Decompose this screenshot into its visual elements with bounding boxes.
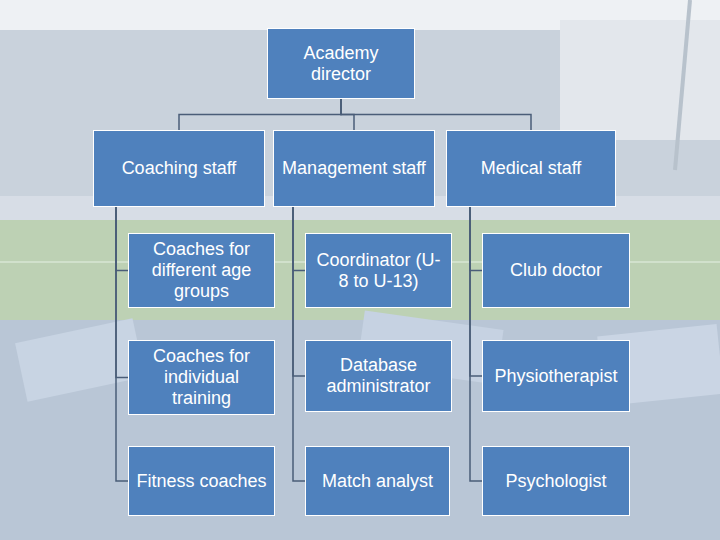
box-label: Coaches for different age groups: [135, 239, 268, 301]
connector-line: [293, 207, 305, 271]
org-box: Coaches for different age groups: [128, 233, 275, 308]
connector-line: [293, 207, 305, 481]
org-box: Coordinator (U-8 to U-13): [305, 233, 452, 308]
org-box: Physiotherapist: [482, 340, 630, 412]
connector-line: [179, 99, 341, 130]
box-label: Management staff: [282, 158, 426, 179]
org-box: Club doctor: [482, 233, 630, 308]
org-box: Match analyst: [305, 446, 450, 516]
org-box: Fitness coaches: [128, 446, 275, 516]
connector-line: [341, 99, 531, 130]
org-box: Coaches for individual training: [128, 340, 275, 415]
connector-line: [293, 207, 305, 376]
pitch: [0, 220, 720, 330]
box-label: Physiotherapist: [494, 366, 617, 387]
box-label: Coordinator (U-8 to U-13): [312, 250, 445, 291]
box-label: Coaching staff: [122, 158, 237, 179]
box-label: Coaches for individual training: [135, 346, 268, 408]
floodlight-mast: [675, 0, 690, 170]
org-box: Academy director: [267, 28, 415, 99]
connector-line: [116, 207, 128, 378]
box-label: Match analyst: [322, 471, 433, 492]
connector-line: [470, 207, 482, 271]
org-box: Medical staff: [446, 130, 616, 207]
org-box: Database administrator: [305, 340, 452, 412]
box-label: Fitness coaches: [136, 471, 266, 492]
org-box: Coaching staff: [93, 130, 265, 207]
connector-line: [470, 207, 482, 481]
connector-line: [116, 207, 128, 481]
connector-line: [470, 207, 482, 376]
org-box: Management staff: [273, 130, 435, 207]
stand-roof: [560, 20, 720, 140]
box-label: Medical staff: [481, 158, 582, 179]
box-label: Database administrator: [312, 355, 445, 396]
flag: [15, 318, 145, 402]
box-label: Club doctor: [510, 260, 602, 281]
box-label: Academy director: [274, 43, 408, 84]
connector-line: [116, 207, 128, 271]
box-label: Psychologist: [505, 471, 606, 492]
org-box: Psychologist: [482, 446, 630, 516]
